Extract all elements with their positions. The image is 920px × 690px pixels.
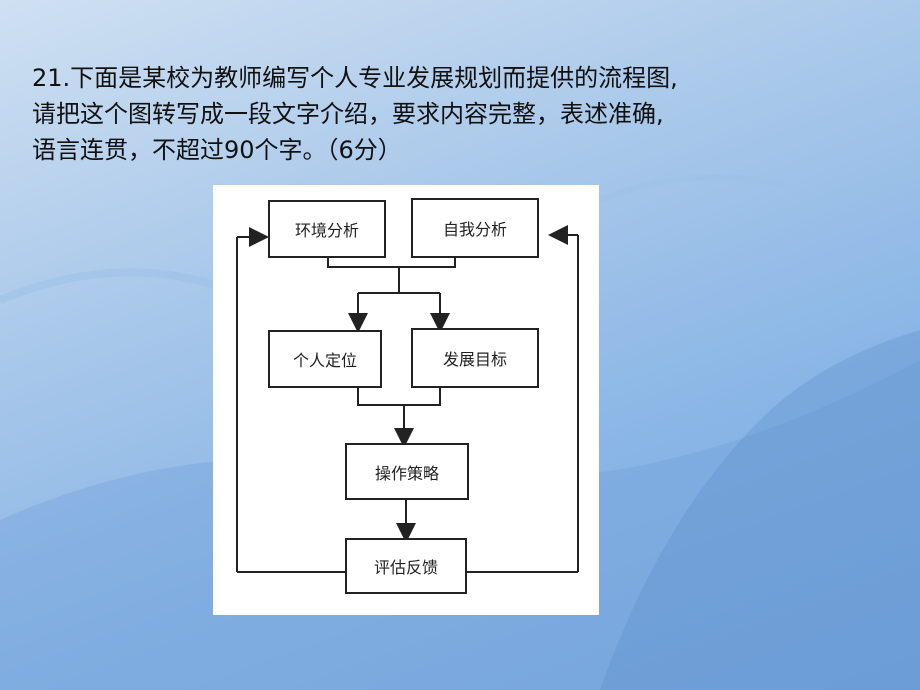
node-development-goal-label: 发展目标 xyxy=(442,350,507,369)
node-environment-analysis: 环境分析 xyxy=(268,200,386,258)
question-text: 21.下面是某校为教师编写个人专业发展规划而提供的流程图, 请把这个图转写成一段… xyxy=(32,60,892,168)
question-line-3: 语言连贯，不超过90个字。（6分） xyxy=(32,136,402,164)
flowchart-connectors xyxy=(236,225,579,573)
flowchart-panel: 环境分析 自我分析 个人定位 发展目标 操作策略 评估反馈 xyxy=(213,185,599,615)
node-operation-strategy: 操作策略 xyxy=(345,443,469,500)
question-line-2: 请把这个图转写成一段文字介绍，要求内容完整，表述准确, xyxy=(32,100,664,128)
node-personal-positioning: 个人定位 xyxy=(268,330,382,388)
node-environment-analysis-label: 环境分析 xyxy=(294,221,359,240)
node-self-analysis: 自我分析 xyxy=(411,198,539,258)
node-evaluation-feedback-label: 评估反馈 xyxy=(373,558,438,577)
node-evaluation-feedback: 评估反馈 xyxy=(345,538,467,594)
question-line-1: 21.下面是某校为教师编写个人专业发展规划而提供的流程图, xyxy=(32,64,678,92)
node-operation-strategy-label: 操作策略 xyxy=(374,463,439,483)
node-personal-positioning-label: 个人定位 xyxy=(292,351,357,370)
node-self-analysis-label: 自我分析 xyxy=(442,220,507,239)
node-development-goal: 发展目标 xyxy=(411,328,539,388)
